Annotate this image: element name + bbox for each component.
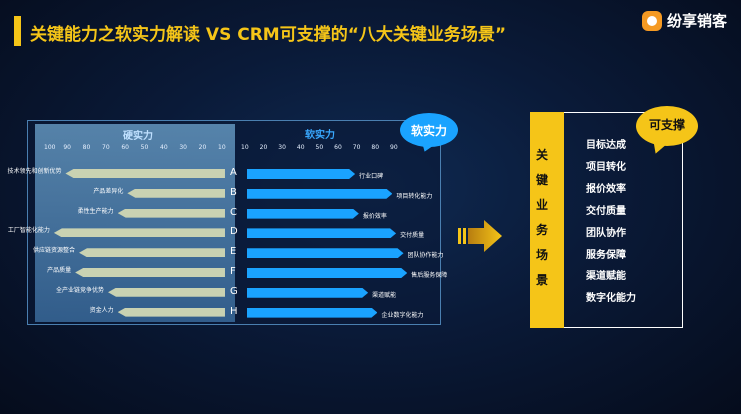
soft-axis-tick: 70 [352,144,361,151]
hard-axis-tick: 70 [102,144,110,151]
hard-power-label: 产品差异化 [93,187,124,195]
soft-axis-tick: 60 [334,144,342,151]
scenario-header-char: 关 [536,148,549,162]
scenario-item: 团队协作 [586,227,626,239]
hard-power-bar [127,188,225,198]
hard-power-bar [65,169,225,178]
hard-power-label: 柔性生产能力 [77,207,114,215]
hard-power-label: 技术领先和创新优势 [7,168,62,175]
category-letter: D [230,226,238,238]
brand-logo: 纷享销客 [641,10,727,31]
scenarios-header-column [530,112,564,328]
scenario-item: 报价效率 [586,183,626,195]
scenario-item: 渠道赋能 [586,271,626,283]
support-bubble [636,106,698,146]
soft-power-label: 售后服务保障 [411,272,448,279]
soft-power-bar [247,189,392,199]
scenario-header-char: 务 [536,223,549,237]
soft-axis-tick: 80 [371,144,380,151]
hard-power-bar [108,287,225,297]
hard-axis-tick: 90 [63,144,71,151]
category-letter: A [230,167,237,178]
category-letter: C [230,206,237,218]
soft-axis-tick: 40 [296,144,305,151]
soft-power-label: 团队协作能力 [407,252,444,260]
hard-axis-tick: 100 [44,144,56,151]
brand-icon [641,10,662,31]
scenario-header-char: 场 [536,248,549,262]
scenario-item: 项目转化 [586,161,626,173]
soft-power-bubble [400,113,458,147]
hard-power-bar [53,228,225,238]
soft-power-bar [247,308,377,318]
scenario-header-char: 键 [536,173,549,187]
hard-power-label: 工厂智能化能力 [7,227,50,235]
soft-power-title: 软实力 [305,130,335,141]
hard-axis-tick: 50 [140,144,149,151]
hard-axis-tick: 30 [179,144,187,151]
hard-power-label: 产品质量 [47,267,72,274]
scenario-item: 数字化能力 [586,293,636,305]
hard-power-bar [79,248,225,258]
scenario-item: 目标达成 [586,140,626,151]
hard-power-label: 资金人力 [89,306,114,314]
scenario-item: 交付质量 [586,205,626,217]
soft-power-bubble-text: 软实力 [410,124,447,138]
hard-power-bar [75,268,225,277]
page-title: 关键能力之软实力解读 VS CRM可支撑的“八大关键业务场景” [30,25,507,45]
right-arrow-icon [458,220,502,252]
hard-axis-tick: 20 [198,144,207,151]
hard-power-title: 硬实力 [123,131,153,142]
soft-axis-tick: 50 [315,144,324,151]
scenario-header-char: 景 [536,273,549,287]
support-bubble-text: 可支撑 [648,118,685,132]
soft-power-label: 企业数字化能力 [381,311,424,319]
hard-power-label: 全产业链竞争优势 [55,286,104,294]
soft-power-bar [247,288,368,298]
scenario-item: 服务保障 [586,249,626,261]
soft-power-bar [247,209,359,219]
soft-power-bar [247,248,404,258]
soft-power-bar [247,268,407,278]
soft-power-bar [247,228,396,238]
scenario-header-char: 业 [536,198,549,212]
category-letter: B [230,186,237,198]
soft-power-label: 项目转化能力 [396,192,433,200]
soft-power-label: 交付质量 [400,232,425,240]
hard-power-bar [117,307,225,317]
hard-power-label: 供应链资源整合 [32,247,75,255]
hard-axis-tick: 40 [160,144,168,151]
category-letter: F [230,266,236,277]
category-letter: E [230,246,237,258]
brand-name: 纷享销客 [666,12,727,30]
hard-axis-tick: 60 [121,144,129,151]
hard-axis-tick: 80 [82,144,91,151]
soft-axis-tick: 30 [278,144,286,151]
title-accent-bar [14,16,21,46]
soft-power-label: 行业口碑 [359,173,384,180]
hard-power-bar [117,208,225,218]
hard-axis-tick: 10 [218,144,226,151]
soft-power-label: 报价效率 [362,212,387,220]
category-letter: G [230,285,238,297]
soft-axis-tick: 10 [241,144,249,151]
soft-power-label: 渠道赋能 [372,291,397,299]
soft-axis-tick: 90 [390,144,398,151]
soft-power-bar [247,169,355,179]
category-letter: H [230,305,238,317]
soft-axis-tick: 20 [259,144,268,151]
